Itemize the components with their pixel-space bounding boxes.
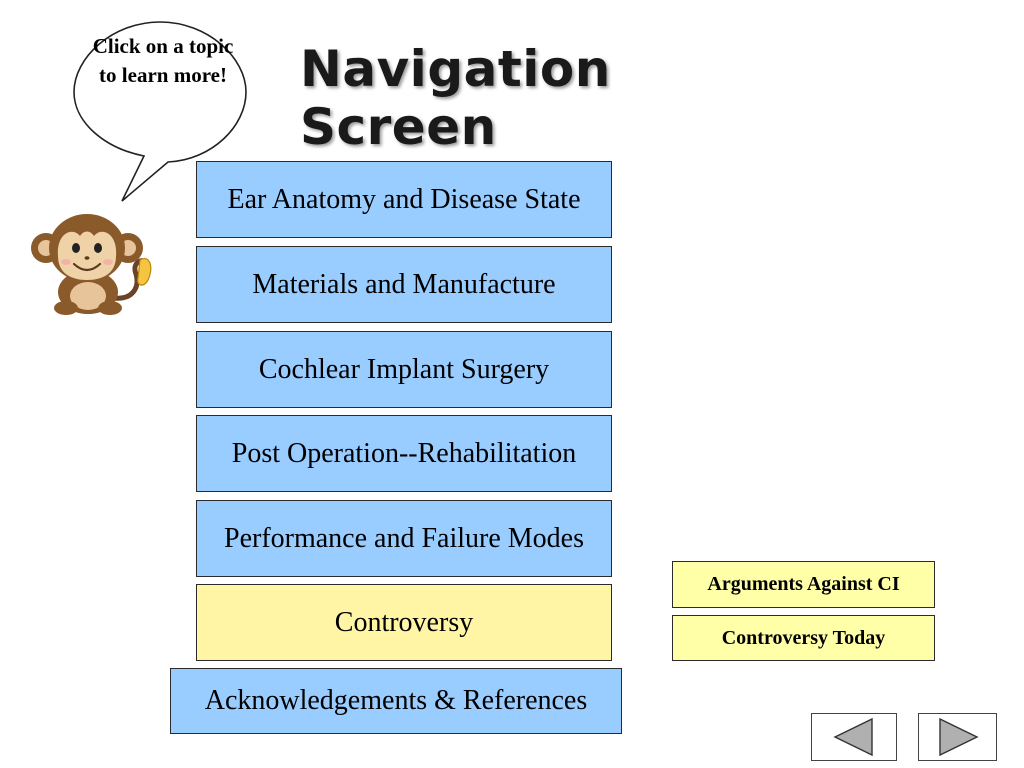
topic-performance-button[interactable]: Performance and Failure Modes bbox=[196, 500, 612, 577]
subtopic-controversy-today-button[interactable]: Controversy Today bbox=[672, 615, 935, 661]
subtopic-label: Arguments Against CI bbox=[707, 573, 900, 595]
speech-bubble-icon bbox=[73, 21, 247, 202]
back-button[interactable] bbox=[811, 713, 897, 761]
topic-label: Controversy bbox=[334, 606, 474, 638]
topic-label: Performance and Failure Modes bbox=[224, 522, 584, 554]
topic-label: Ear Anatomy and Disease State bbox=[227, 183, 581, 215]
subtopic-arguments-against-ci-button[interactable]: Arguments Against CI bbox=[672, 561, 935, 608]
forward-button[interactable] bbox=[918, 713, 997, 761]
subtopic-label: Controversy Today bbox=[721, 626, 886, 649]
topic-acknowledgements-button[interactable]: Acknowledgements & References bbox=[170, 668, 622, 734]
monkey-mascot-icon bbox=[31, 214, 152, 315]
topic-materials-button[interactable]: Materials and Manufacture bbox=[196, 246, 612, 323]
topic-controversy-button[interactable]: Controversy bbox=[196, 584, 612, 661]
topic-label: Acknowledgements & References bbox=[204, 685, 588, 716]
topic-label: Post Operation--Rehabilitation bbox=[231, 437, 577, 469]
triangle-right-icon bbox=[938, 717, 979, 757]
topic-ear-anatomy-button[interactable]: Ear Anatomy and Disease State bbox=[196, 161, 612, 238]
topic-rehabilitation-button[interactable]: Post Operation--Rehabilitation bbox=[196, 415, 612, 492]
topic-label: Materials and Manufacture bbox=[252, 268, 556, 300]
triangle-left-icon bbox=[833, 717, 873, 757]
topic-surgery-button[interactable]: Cochlear Implant Surgery bbox=[196, 331, 612, 408]
topic-label: Cochlear Implant Surgery bbox=[258, 353, 550, 385]
page-title: Navigation Screen bbox=[300, 40, 611, 156]
speech-bubble-text: Click on a topic to learn more! bbox=[92, 34, 234, 87]
